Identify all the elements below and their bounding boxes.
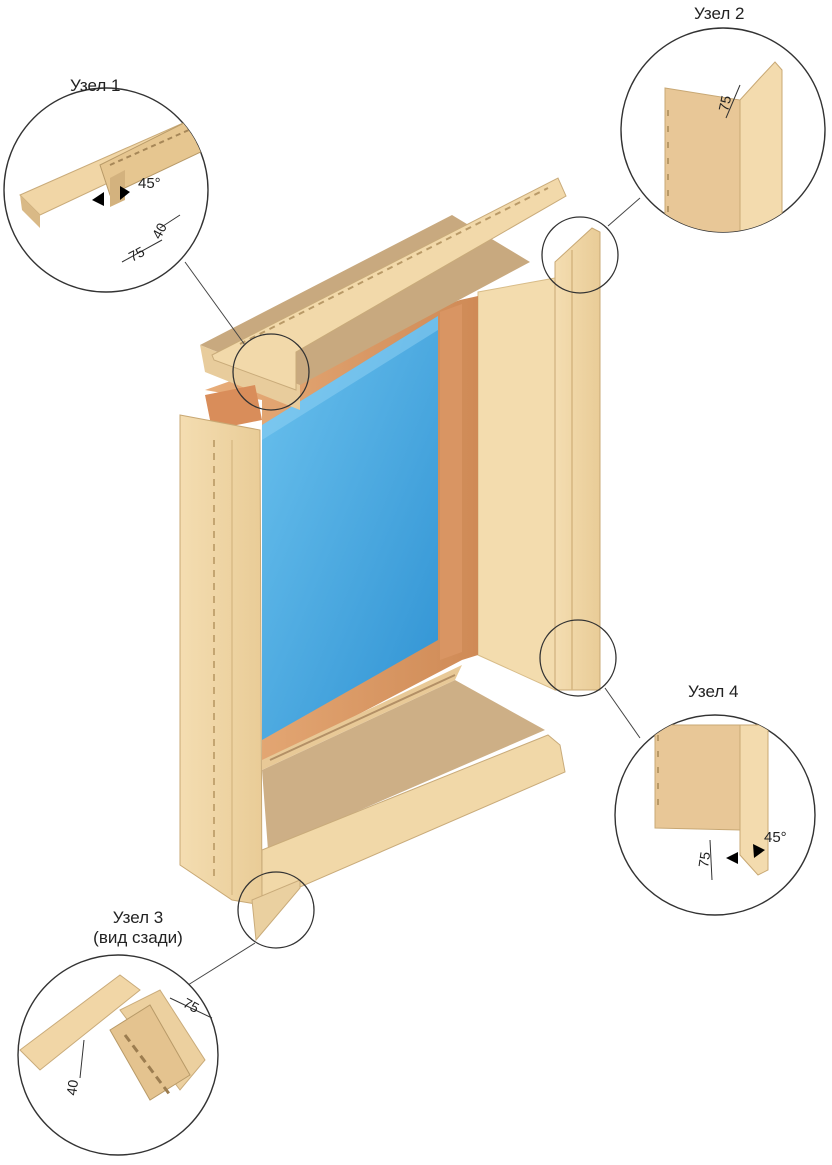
left-casing bbox=[179, 414, 263, 906]
right-casing bbox=[554, 227, 601, 691]
callout-3-subtitle: (вид сзади) bbox=[93, 928, 183, 947]
callout-2: 75 bbox=[620, 27, 826, 233]
glass-pane bbox=[262, 316, 438, 740]
callout-3-dim-a: 75 bbox=[181, 995, 202, 1017]
window-assembly bbox=[179, 177, 601, 942]
callout-1-dim-a: 75 bbox=[126, 243, 147, 265]
marker-4 bbox=[539, 619, 617, 697]
marker-3 bbox=[237, 871, 315, 949]
callout-4: 45° 75 bbox=[614, 714, 816, 916]
callout-3-title-block: Узел 3 (вид сзади) bbox=[78, 908, 198, 948]
callout-4-angle: 45° bbox=[764, 829, 787, 846]
leader-lines bbox=[184, 197, 641, 986]
marker-1 bbox=[232, 333, 310, 411]
callout-2-title: Узел 2 bbox=[694, 4, 745, 23]
callout-1-title: Узел 1 bbox=[70, 76, 121, 95]
callout-3-title: Узел 3 bbox=[112, 908, 164, 927]
detail-markers bbox=[232, 216, 619, 949]
right-jamb-panel bbox=[477, 277, 556, 691]
callout-3-dim-b: 40 bbox=[63, 1079, 81, 1097]
callout-1-angle: 45° bbox=[138, 175, 161, 192]
callout-3: 75 40 bbox=[17, 954, 219, 1156]
callout-4-dim: 75 bbox=[695, 851, 713, 869]
callout-1-dim-b: 40 bbox=[149, 220, 171, 241]
marker-2 bbox=[541, 216, 619, 294]
callout-1: 45° 75 40 bbox=[3, 87, 209, 293]
head-casing bbox=[211, 177, 567, 391]
sill-top bbox=[262, 680, 545, 850]
callout-4-title: Узел 4 bbox=[688, 682, 739, 701]
callout-2-dim: 75 bbox=[715, 94, 734, 113]
